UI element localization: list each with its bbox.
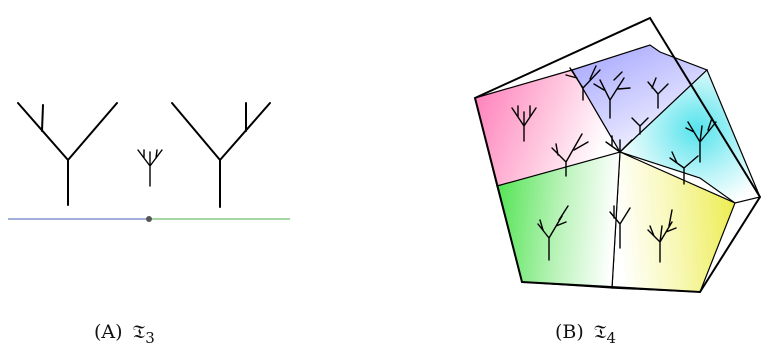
caption-a-symbol: 𝔗 — [133, 321, 146, 343]
caption-b: (B) 𝔗4 — [555, 321, 616, 346]
caption-b-marker: (B) — [555, 321, 584, 343]
caption-a-subscript: 3 — [145, 329, 155, 346]
svg-text:(B) 𝔗4: (B) 𝔗4 — [555, 321, 616, 346]
panel-a — [8, 103, 290, 222]
svg-text:(A) 𝔗3: (A) 𝔗3 — [94, 321, 155, 346]
caption-b-subscript: 4 — [606, 329, 616, 346]
tree-middle-small — [138, 150, 162, 186]
panel-b — [475, 18, 760, 292]
vertex-dot — [146, 216, 152, 222]
caption-a: (A) 𝔗3 — [94, 321, 155, 346]
caption-a-marker: (A) — [94, 321, 123, 343]
tree-left-large — [18, 103, 117, 205]
tree-right-large — [172, 103, 270, 207]
caption-b-symbol: 𝔗 — [594, 321, 607, 343]
